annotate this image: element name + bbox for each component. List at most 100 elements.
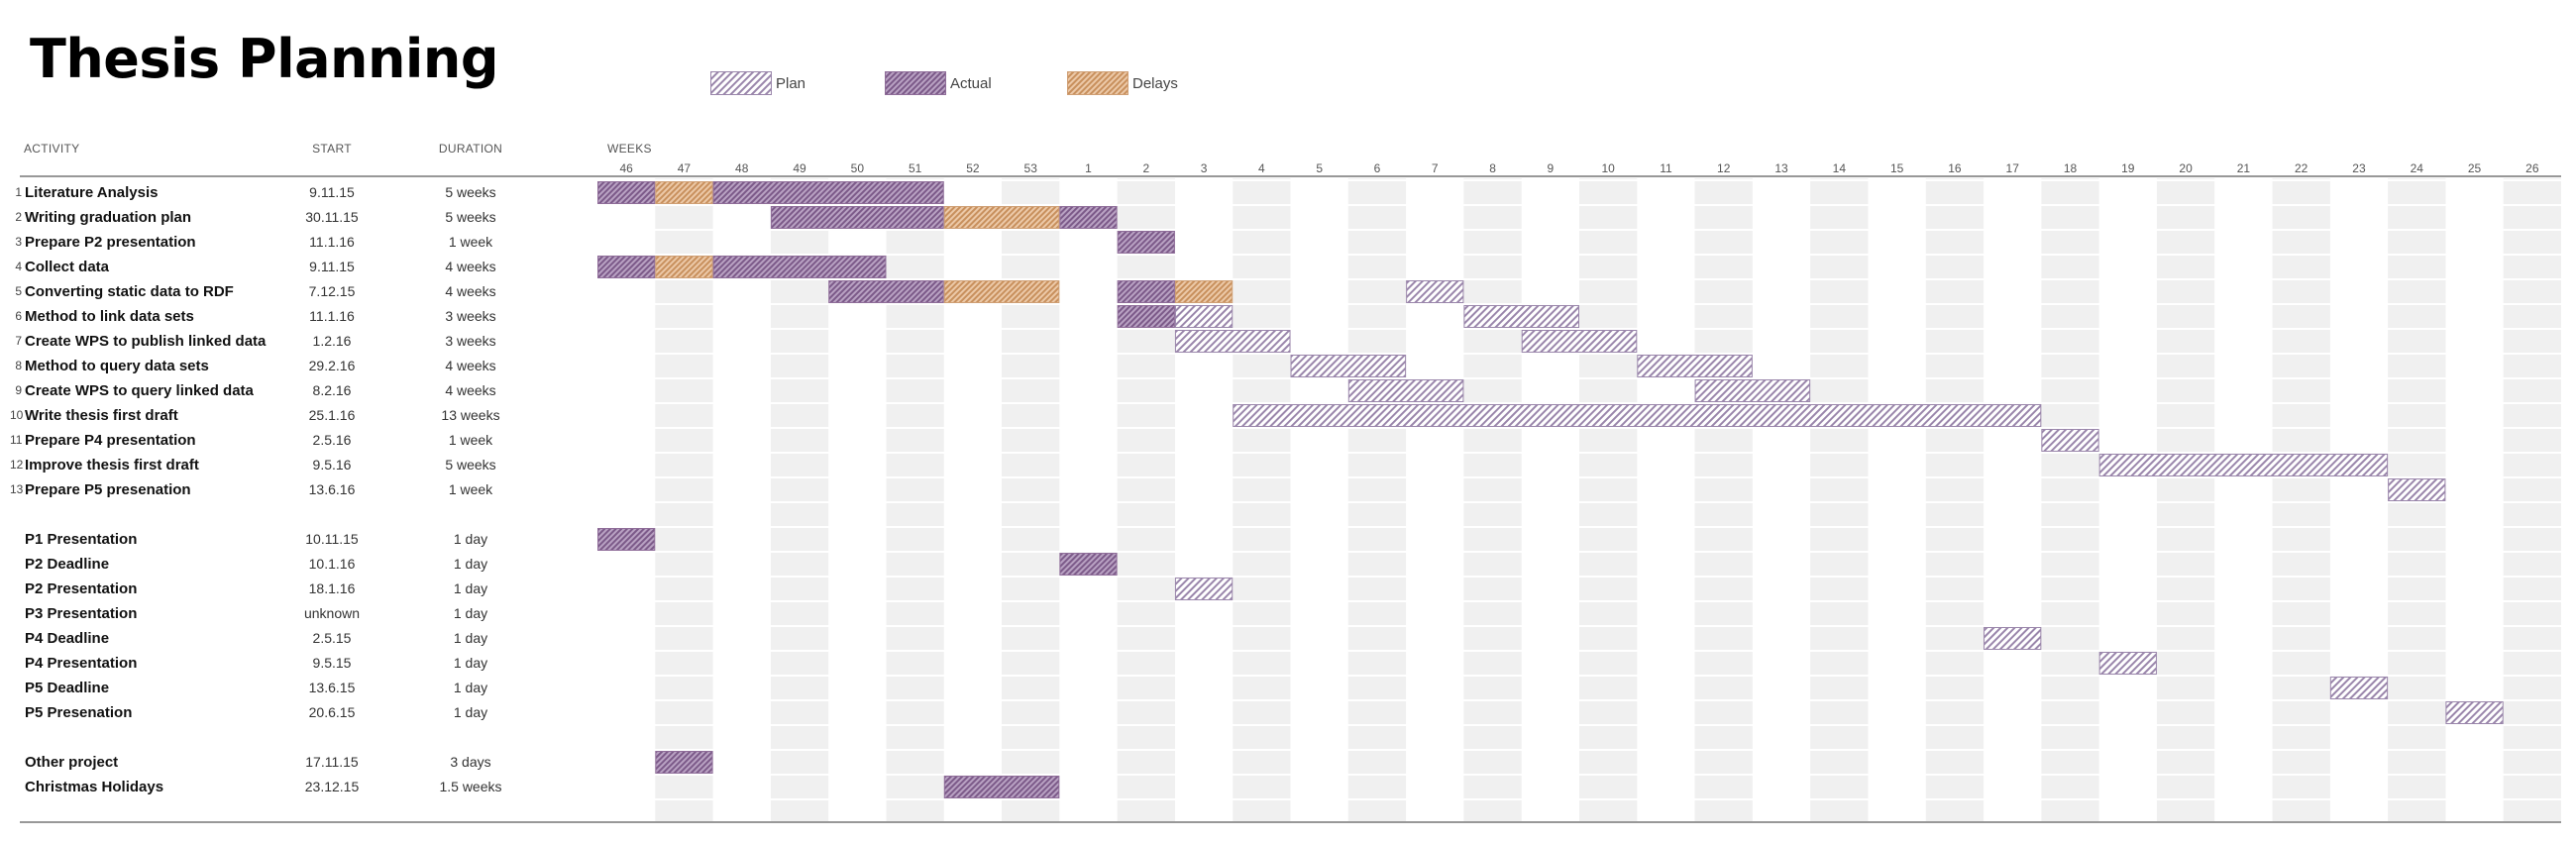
bar-plan — [1347, 379, 1464, 402]
header-start: START — [312, 142, 352, 156]
bar-plan — [1290, 355, 1407, 377]
activity-name: Prepare P2 presentation — [25, 234, 196, 251]
week-stripe — [1233, 178, 1291, 821]
bar-actual — [597, 528, 656, 551]
activity-duration: 5 weeks — [445, 457, 496, 473]
activity-duration: 3 weeks — [445, 333, 496, 349]
activity-start: 1.2.16 — [312, 333, 352, 349]
row-number: 9 — [15, 383, 22, 397]
bar-actual — [770, 206, 944, 229]
bar-actual — [943, 776, 1060, 798]
row-number: 10 — [10, 408, 24, 422]
milestone-start: 2.5.15 — [312, 630, 352, 646]
bar-plan — [1174, 305, 1234, 328]
week-label: 26 — [2525, 161, 2539, 175]
activity-name: Prepare P5 presenation — [25, 481, 191, 498]
bar-actual — [597, 181, 656, 204]
week-label: 51 — [909, 161, 922, 175]
activity-name: Converting static data to RDF — [25, 283, 234, 300]
bar-actual — [712, 181, 944, 204]
milestone-start: unknown — [303, 605, 361, 621]
legend-label-plan: Plan — [776, 75, 806, 92]
bar-actual — [1117, 231, 1175, 254]
header-activity: ACTIVITY — [24, 142, 80, 156]
activity-name: Write thesis first draft — [25, 407, 178, 424]
week-label: 47 — [678, 161, 692, 175]
bar-plan — [1406, 280, 1464, 303]
week-label: 20 — [2179, 161, 2193, 175]
week-stripe — [2503, 178, 2561, 821]
row-number: 12 — [10, 458, 24, 472]
activity-start: 9.11.15 — [309, 184, 355, 200]
activity-start: 9.11.15 — [309, 259, 355, 274]
activity-duration: 1 week — [448, 234, 493, 250]
week-label: 25 — [2468, 161, 2482, 175]
milestone-start: 10.1.16 — [308, 556, 356, 572]
milestone-name: P3 Presentation — [25, 605, 138, 622]
bar-actual — [712, 256, 887, 278]
week-label: 18 — [2064, 161, 2078, 175]
milestone-start: 10.11.15 — [305, 531, 359, 547]
bar-plan — [1463, 305, 1579, 328]
row-number: 6 — [15, 309, 22, 323]
activity-duration: 4 weeks — [445, 283, 496, 299]
page-title: Thesis Planning — [30, 28, 499, 90]
week-label: 23 — [2352, 161, 2366, 175]
activity-start: 8.2.16 — [312, 382, 352, 398]
week-label: 48 — [735, 161, 749, 175]
activity-duration: 13 weeks — [441, 407, 500, 423]
activity-name: Method to link data sets — [25, 308, 194, 325]
other-name: Other project — [25, 754, 119, 771]
week-label: 22 — [2295, 161, 2308, 175]
row-number: 1 — [15, 185, 22, 199]
row-number: 13 — [10, 482, 24, 496]
week-label: 50 — [851, 161, 865, 175]
milestone-name: P5 Presenation — [25, 704, 133, 721]
bar-delay — [943, 280, 1060, 303]
week-stripe — [1347, 178, 1407, 821]
bar-plan — [1637, 355, 1753, 377]
bar-delay — [1174, 280, 1234, 303]
week-stripe — [770, 178, 829, 821]
week-label: 5 — [1316, 161, 1323, 175]
bar-delay — [655, 181, 713, 204]
activity-start: 13.6.16 — [308, 481, 356, 497]
milestone-duration: 1 day — [453, 556, 488, 572]
bar-plan — [1233, 404, 2042, 427]
bar-delay — [655, 256, 713, 278]
bar-plan — [2041, 429, 2099, 452]
activity-start: 7.12.15 — [308, 283, 356, 299]
milestone-name: P2 Deadline — [25, 556, 110, 573]
week-stripe — [2156, 178, 2215, 821]
week-label: 6 — [1374, 161, 1381, 175]
week-label: 13 — [1774, 161, 1788, 175]
week-label: 17 — [2006, 161, 2020, 175]
week-label: 1 — [1085, 161, 1092, 175]
task-bars — [597, 181, 2504, 798]
bar-actual — [1059, 553, 1118, 576]
bar-plan — [2388, 478, 2446, 501]
activity-duration: 4 weeks — [445, 382, 496, 398]
bar-plan — [1174, 330, 1291, 353]
bar-actual — [597, 256, 656, 278]
milestone-name: P2 Presentation — [25, 580, 138, 597]
other-duration: 1.5 weeks — [439, 779, 502, 794]
milestone-name: P4 Presentation — [25, 655, 138, 672]
week-stripe — [1925, 178, 1985, 821]
milestone-start: 9.5.15 — [312, 655, 352, 671]
week-label: 49 — [793, 161, 806, 175]
milestone-name: P5 Deadline — [25, 680, 110, 696]
header-duration: DURATION — [438, 142, 503, 156]
activity-start: 29.2.16 — [308, 358, 356, 373]
milestone-name: P4 Deadline — [25, 630, 110, 647]
milestone-start: 20.6.15 — [308, 704, 356, 720]
week-label: 15 — [1890, 161, 1904, 175]
milestone-start: 18.1.16 — [308, 580, 356, 596]
activity-start: 2.5.16 — [312, 432, 352, 448]
bar-actual — [828, 280, 944, 303]
week-label: 2 — [1142, 161, 1149, 175]
other-start: 17.11.15 — [305, 754, 359, 770]
milestone-start: 13.6.15 — [308, 680, 356, 695]
